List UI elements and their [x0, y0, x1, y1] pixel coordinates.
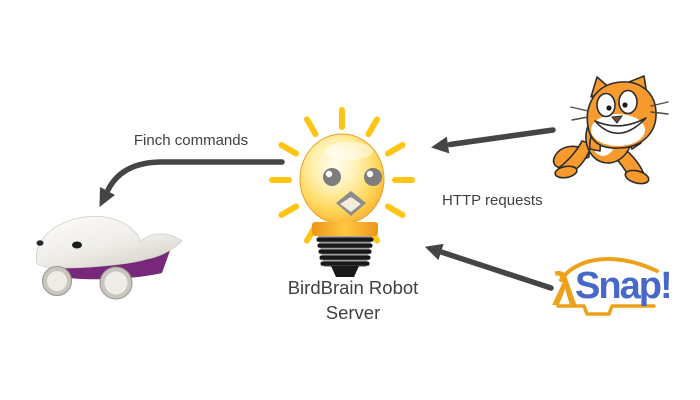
bulb-gloss-highlight	[325, 142, 373, 160]
finch-nose-dot	[36, 240, 44, 246]
scratch-cat-illustration	[552, 75, 669, 185]
snap-block-bottom	[556, 304, 656, 316]
snap-logo-graphic	[556, 257, 659, 316]
bulb-screw-threads	[316, 237, 374, 266]
cat-smile	[594, 117, 647, 135]
finch-shell	[35, 216, 183, 269]
cat-front-foot	[554, 165, 578, 179]
cat-eye-right	[618, 89, 638, 115]
http-requests-label: HTTP requests	[442, 192, 543, 209]
cat-eye-left	[596, 92, 616, 118]
snap-name-text: Snap	[575, 265, 662, 307]
finch-wheel-rear	[99, 266, 133, 300]
birdbrain-lightbulb-icon	[269, 107, 415, 277]
server-node-label: BirdBrain Robot Server	[258, 276, 448, 325]
arrow-scratch-to-server	[431, 127, 556, 154]
bird-beak-inner	[340, 197, 361, 212]
bird-eye-left	[323, 168, 341, 186]
finch-wheel-front	[42, 266, 72, 296]
snap-exclamation: !	[659, 265, 673, 307]
bulb-base-tip	[331, 266, 359, 277]
arrow-server-to-finch	[99, 159, 285, 207]
bird-eye-right	[364, 168, 382, 186]
finch-commands-label: Finch commands	[133, 132, 249, 149]
bird-pupil-left	[325, 170, 333, 178]
cat-pupil-right	[622, 102, 628, 108]
cat-front-leg	[559, 140, 593, 173]
cat-pupil-left	[606, 105, 612, 111]
arrow-snap-to-server	[424, 243, 554, 291]
cat-whiskers	[570, 101, 669, 121]
server-label-line1: BirdBrain Robot	[287, 277, 419, 298]
bulb-neck	[312, 222, 378, 236]
snap-lambda-glyph: λ	[552, 264, 578, 315]
server-label-line2: Server	[325, 301, 381, 323]
snap-swoosh	[559, 257, 659, 282]
cat-back-foot	[624, 169, 650, 185]
cat-nose	[611, 115, 624, 124]
finch-sensor-dot	[72, 241, 82, 249]
bird-pupil-right	[366, 170, 374, 178]
finch-robot-illustration	[35, 216, 183, 300]
